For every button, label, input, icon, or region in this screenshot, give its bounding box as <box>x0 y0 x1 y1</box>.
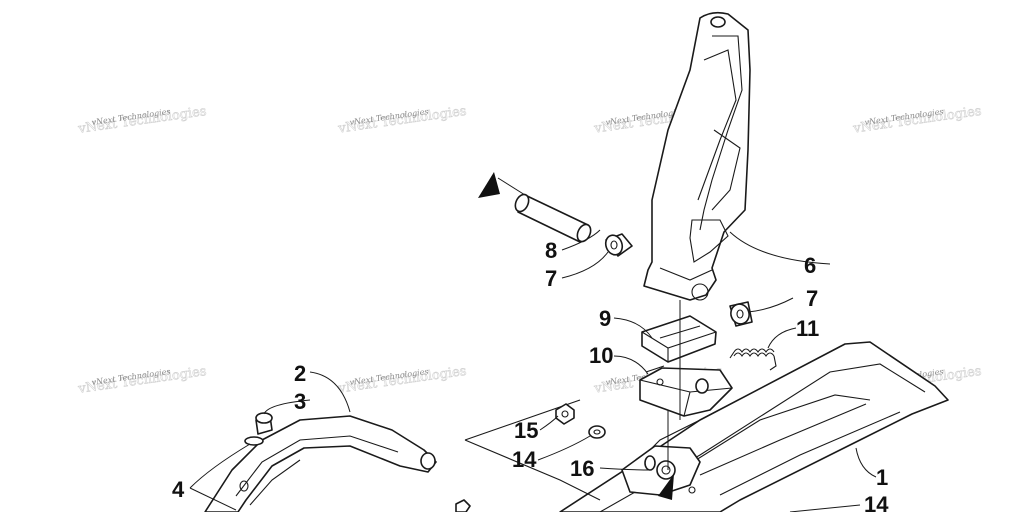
part-handle-lever <box>643 11 751 301</box>
callout-9: 9 <box>599 306 611 331</box>
callout-15: 15 <box>514 418 538 443</box>
watermark-2: vNext Technologies vNext Technologies <box>336 103 468 137</box>
watermark-6: vNext Technologies vNext Technologies <box>336 363 468 397</box>
part-bushing-upper <box>604 233 633 257</box>
part-spring <box>729 348 777 371</box>
callout-6: 6 <box>804 253 816 278</box>
callout-4: 4 <box>172 477 185 502</box>
pin-axis-line <box>497 177 526 196</box>
callout-2: 2 <box>294 361 306 386</box>
callout-16: 16 <box>570 456 594 481</box>
part-bushing-left <box>255 412 273 435</box>
callout-14-left: 14 <box>512 447 537 472</box>
watermark-4: vNext Technologies vNext Technologies <box>851 103 983 137</box>
watermark-1: vNext Technologies vNext Technologies <box>76 104 208 138</box>
frame-outline-lower <box>464 439 601 501</box>
callout-10: 10 <box>589 343 613 368</box>
callout-11: 11 <box>796 316 819 341</box>
part-bracket <box>639 365 733 417</box>
part-pad <box>641 315 717 363</box>
part-washer <box>588 425 606 439</box>
part-mount-bracket <box>621 445 701 496</box>
callout-3: 3 <box>294 389 306 414</box>
part-footrest-rail <box>559 341 949 512</box>
reference-arrow-top <box>478 172 500 198</box>
callout-14-right: 14 <box>864 492 889 512</box>
callout-1: 1 <box>876 465 888 490</box>
callout-7-left: 7 <box>545 266 557 291</box>
callout-8: 8 <box>545 238 557 263</box>
part-clip <box>244 436 264 446</box>
part-lever-arm <box>204 415 437 512</box>
leader-lines <box>189 229 877 512</box>
reference-arrow-bottom <box>658 474 674 500</box>
callout-7-right: 7 <box>806 286 818 311</box>
part-bushing-lower <box>729 301 753 327</box>
watermark-5: vNext Technologies vNext Technologies <box>76 364 208 398</box>
part-pin <box>514 193 592 243</box>
part-small-nut-bottom <box>455 499 471 512</box>
